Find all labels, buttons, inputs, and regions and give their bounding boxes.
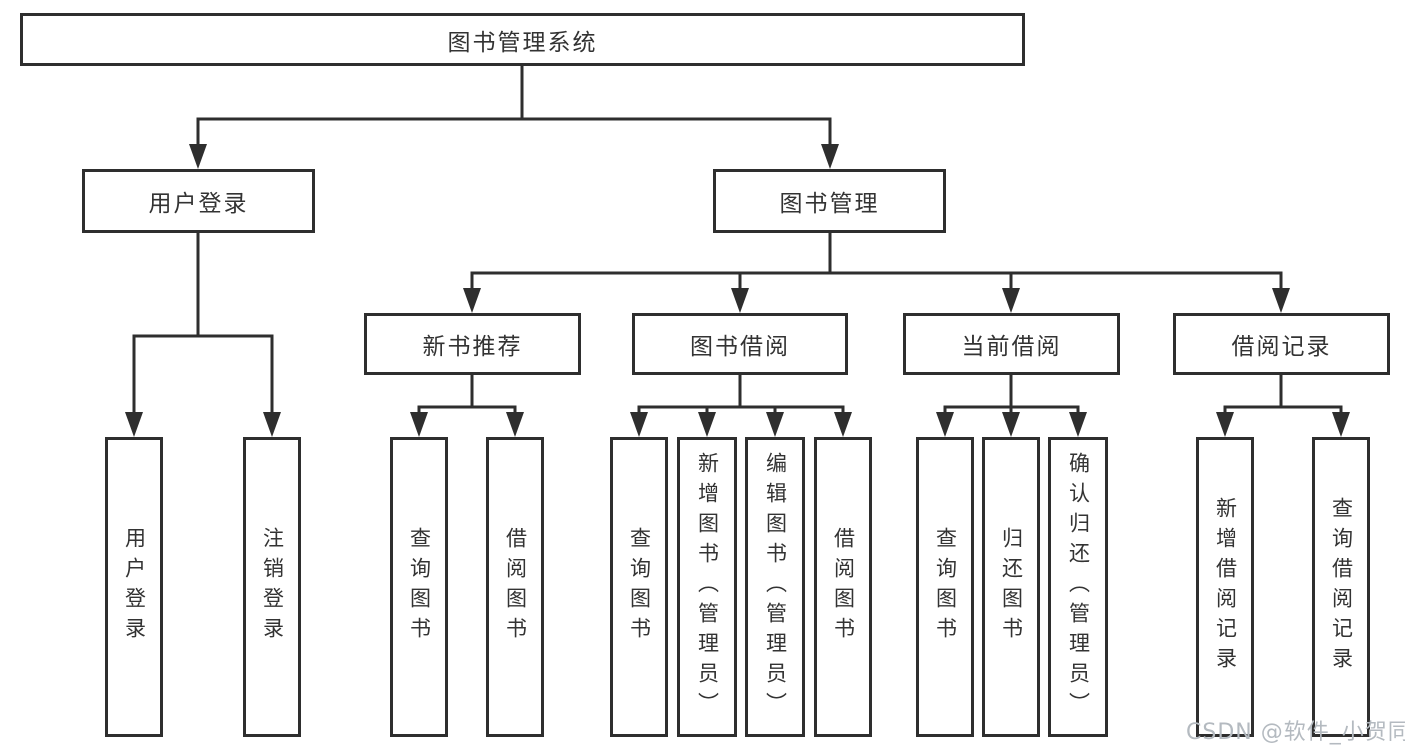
node-label: 新增借阅记录 — [1213, 497, 1238, 677]
node-label: 借阅图书 — [831, 527, 856, 647]
node-label: 当前借阅 — [961, 334, 1062, 360]
node-new-book-recommend: 新书推荐 — [364, 313, 581, 375]
node-current-borrowing: 当前借阅 — [903, 313, 1120, 375]
node-label: 查询图书 — [933, 527, 958, 647]
leaf-current-confirm-return-admin: 确认归还（管理员） — [1048, 437, 1108, 737]
node-label: 新书推荐 — [422, 334, 523, 360]
leaf-recommend-query-books: 查询图书 — [390, 437, 448, 737]
leaf-borrowing-query-books: 查询图书 — [610, 437, 668, 737]
leaf-user-login: 用户登录 — [105, 437, 163, 737]
node-label: 借阅记录 — [1231, 334, 1332, 360]
node-label: 编辑图书（管理员） — [763, 452, 788, 722]
node-label: 用户登录 — [148, 191, 249, 217]
node-user-login: 用户登录 — [82, 169, 315, 233]
node-label: 新增图书（管理员） — [695, 452, 720, 722]
node-library-management-system: 图书管理系统 — [20, 13, 1025, 66]
node-book-management: 图书管理 — [713, 169, 946, 233]
leaf-recommend-borrow-books: 借阅图书 — [486, 437, 544, 737]
csdn-watermark: CSDN @软件_小贺同学 — [1186, 720, 1405, 745]
node-label: 用户登录 — [122, 527, 147, 647]
node-book-borrowing: 图书借阅 — [632, 313, 848, 375]
node-label: 图书管理系统 — [447, 29, 598, 56]
leaf-borrowing-add-books-admin: 新增图书（管理员） — [677, 437, 737, 737]
leaf-current-return-books: 归还图书 — [982, 437, 1040, 737]
node-label: 查询图书 — [627, 527, 652, 647]
node-label: 借阅图书 — [503, 527, 528, 647]
leaf-logout: 注销登录 — [243, 437, 301, 737]
node-label: 查询图书 — [407, 527, 432, 647]
leaf-borrowing-edit-books-admin: 编辑图书（管理员） — [745, 437, 805, 737]
node-label: 确认归还（管理员） — [1066, 452, 1091, 722]
node-borrowing-records: 借阅记录 — [1173, 313, 1390, 375]
leaf-current-query-books: 查询图书 — [916, 437, 974, 737]
leaf-records-query-record: 查询借阅记录 — [1312, 437, 1370, 737]
node-label: 图书借阅 — [690, 334, 790, 360]
node-label: 注销登录 — [260, 527, 285, 647]
node-label: 图书管理 — [779, 191, 880, 217]
leaf-records-add-record: 新增借阅记录 — [1196, 437, 1254, 737]
leaf-borrowing-borrow-books: 借阅图书 — [814, 437, 872, 737]
arrowheads — [125, 144, 1350, 437]
node-label: 查询借阅记录 — [1329, 497, 1354, 677]
node-label: 归还图书 — [999, 527, 1024, 647]
